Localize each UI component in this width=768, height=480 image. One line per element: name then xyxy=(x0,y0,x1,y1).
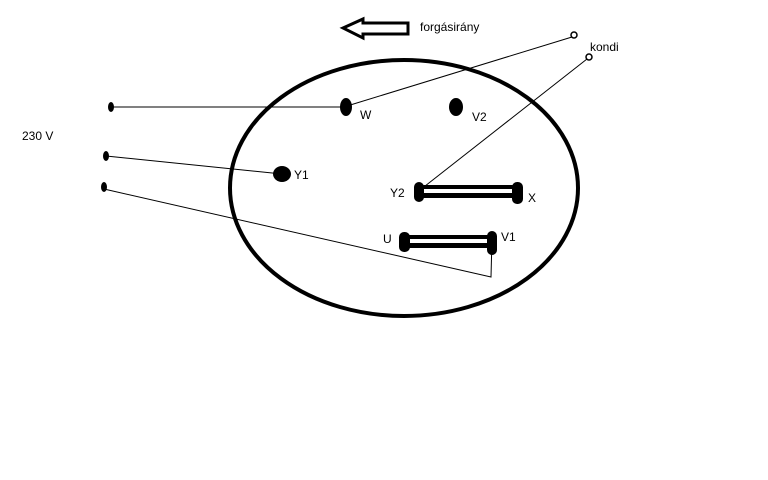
terminal-W xyxy=(340,98,352,116)
supply-terminal-3 xyxy=(101,182,107,192)
bridge-Y2-X xyxy=(414,182,523,204)
capacitor-label: kondi xyxy=(590,40,619,54)
label-Y2: Y2 xyxy=(390,186,405,200)
bridge-U-V1 xyxy=(399,231,497,255)
label-Y1: Y1 xyxy=(294,168,309,182)
label-V1: V1 xyxy=(501,230,516,244)
left-arrow-icon xyxy=(339,16,410,41)
motor-housing xyxy=(228,58,580,318)
label-X: X xyxy=(528,191,536,205)
terminal-Y1 xyxy=(273,166,291,182)
capacitor-terminal-bottom xyxy=(585,53,593,61)
wire-capacitor-to-Y2 xyxy=(419,58,588,191)
voltage-label: 230 V xyxy=(22,129,53,143)
wire-supply-to-Y1 xyxy=(105,155,283,175)
label-V2: V2 xyxy=(472,110,487,124)
direction-label: forgásirány xyxy=(420,20,479,34)
wire-supply-to-V1 xyxy=(103,188,493,278)
label-U: U xyxy=(383,232,392,246)
label-W: W xyxy=(360,108,372,122)
terminal-V2 xyxy=(449,98,463,116)
capacitor-terminal-top xyxy=(570,31,578,39)
wire-capacitor-to-W xyxy=(346,36,573,107)
